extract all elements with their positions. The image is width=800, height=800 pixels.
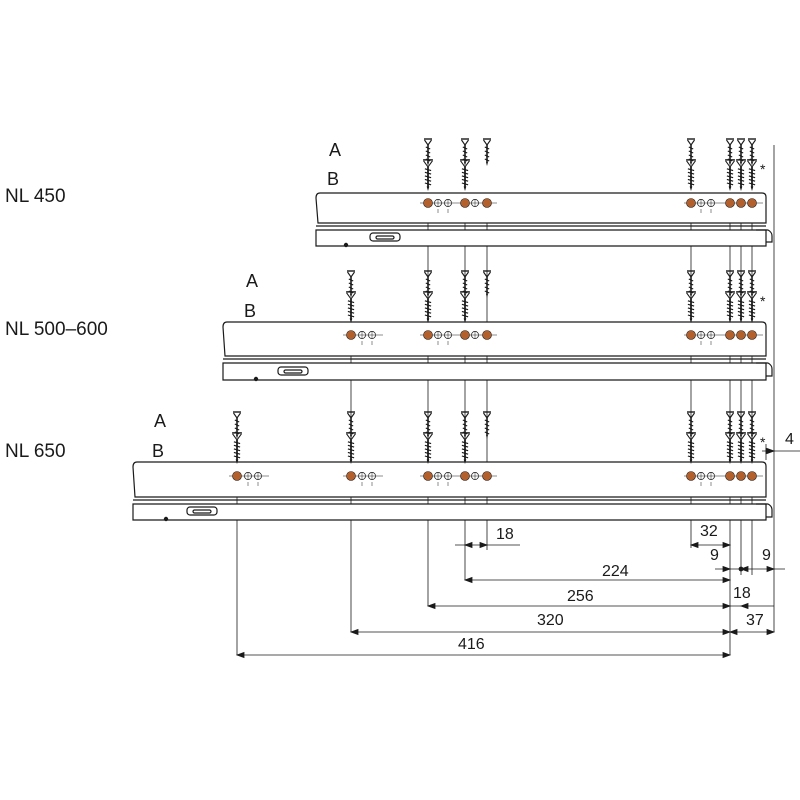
rail-label-nl-500-600: NL 500–600 — [5, 319, 108, 340]
dimension-18-top: 18 — [496, 526, 514, 543]
dimension-224: 224 — [602, 563, 629, 580]
rail-nl-450 — [315, 192, 773, 248]
used-holes — [232, 198, 757, 481]
dimension-4: 4 — [785, 431, 794, 448]
row-b-label: B — [327, 169, 340, 189]
rail-nl-650 — [132, 461, 773, 522]
dimension-32: 32 — [700, 523, 718, 540]
dimension-320: 320 — [537, 612, 564, 629]
rail-label-nl-650: NL 650 — [5, 441, 66, 462]
dimension-lines — [235, 444, 800, 659]
asterisk-marker: * — [760, 161, 766, 177]
row-a-label: A — [329, 140, 342, 160]
rail-label-nl-450: NL 450 — [5, 186, 66, 207]
row-b-label: B — [152, 441, 165, 461]
dimension-37: 37 — [746, 612, 764, 629]
rail-body — [315, 192, 773, 248]
screws-row-a — [232, 138, 757, 440]
dimension-18-bottom: 18 — [733, 585, 751, 602]
row-a-label: A — [154, 411, 167, 431]
dimension-9-right: 9 — [762, 547, 771, 564]
dimension-256: 256 — [567, 588, 594, 605]
row-a-label: A — [246, 271, 259, 291]
hole-crosshairs — [244, 199, 715, 486]
row-b-label: B — [244, 301, 257, 321]
dimension-9-left: 9 — [710, 547, 719, 564]
asterisk-marker: * — [760, 434, 766, 450]
rail-body — [222, 321, 773, 382]
asterisk-marker: * — [760, 293, 766, 309]
rail-body — [132, 461, 773, 522]
rail-nl-500-600 — [222, 321, 773, 382]
dimension-416: 416 — [458, 636, 485, 653]
